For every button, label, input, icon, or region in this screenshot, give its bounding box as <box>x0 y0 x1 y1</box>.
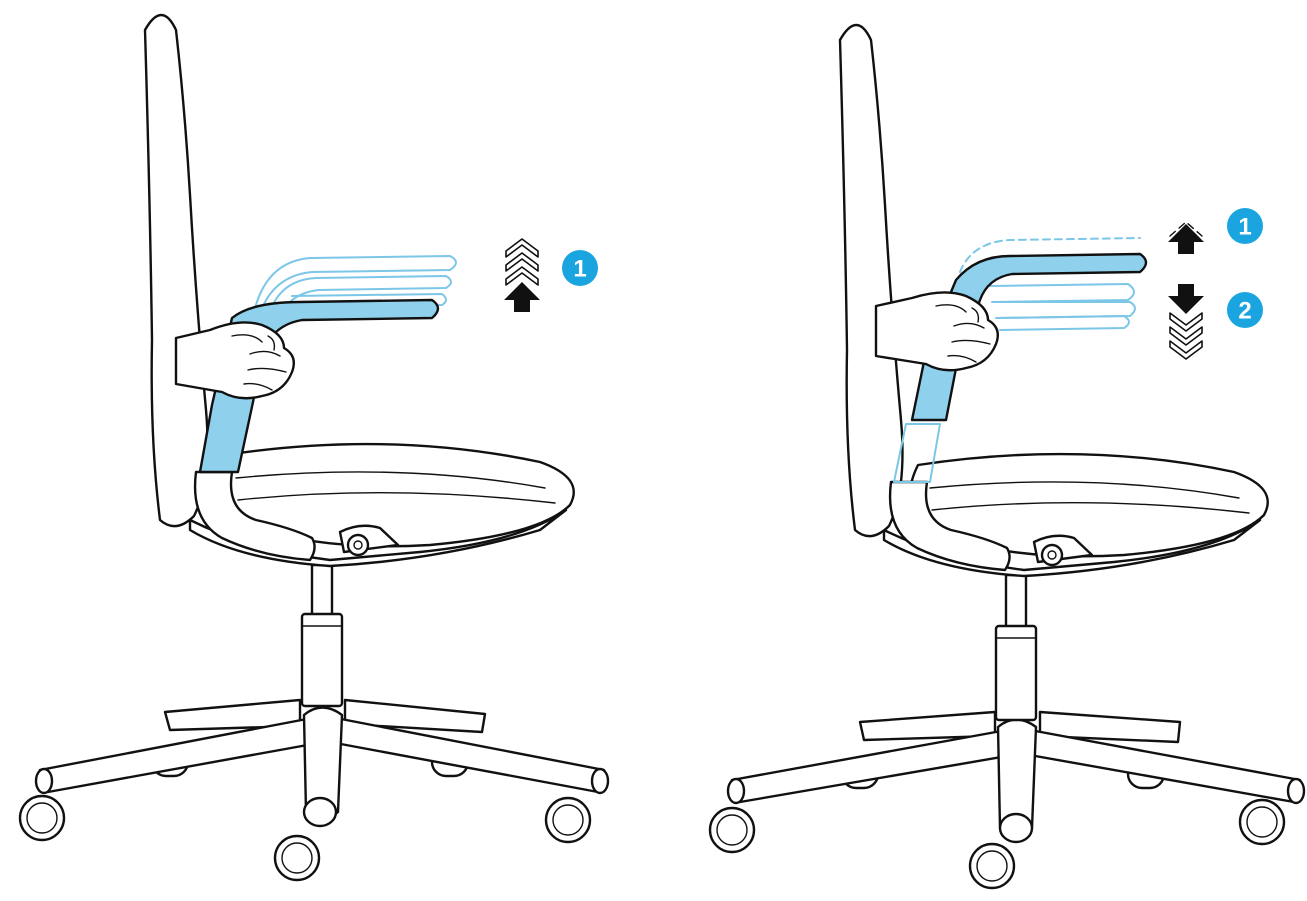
right-chair-backrest <box>840 25 903 536</box>
right-chair-gas-column <box>996 575 1036 720</box>
right-step-2-label: 2 <box>1238 298 1251 325</box>
left-chair-gas-column <box>302 565 342 706</box>
left-chair-hand <box>176 322 294 398</box>
right-chair-hand <box>876 292 998 370</box>
arrow-down-icon <box>1168 284 1204 314</box>
right-step-1-label: 1 <box>1238 214 1251 241</box>
left-chair-backrest <box>145 15 208 526</box>
right-chair-casters <box>710 800 1284 888</box>
arrow-up-icon <box>504 282 540 312</box>
left-chair-raise-indicator <box>504 239 540 312</box>
right-chair: 1 2 <box>710 25 1304 888</box>
right-step-2-badge: 2 <box>1227 292 1263 328</box>
right-chair-lower-indicator <box>1168 284 1204 359</box>
right-step-1-badge: 1 <box>1227 208 1263 244</box>
arrow-up-icon <box>1168 224 1204 254</box>
left-chair-base <box>36 700 608 826</box>
right-chair-base <box>728 712 1304 842</box>
right-chair-raise-indicator <box>1168 222 1204 254</box>
left-step-1-label: 1 <box>573 256 586 283</box>
left-chair: 1 <box>20 15 608 880</box>
left-step-badge: 1 <box>562 250 598 286</box>
chevron-down-icon <box>1170 313 1202 331</box>
